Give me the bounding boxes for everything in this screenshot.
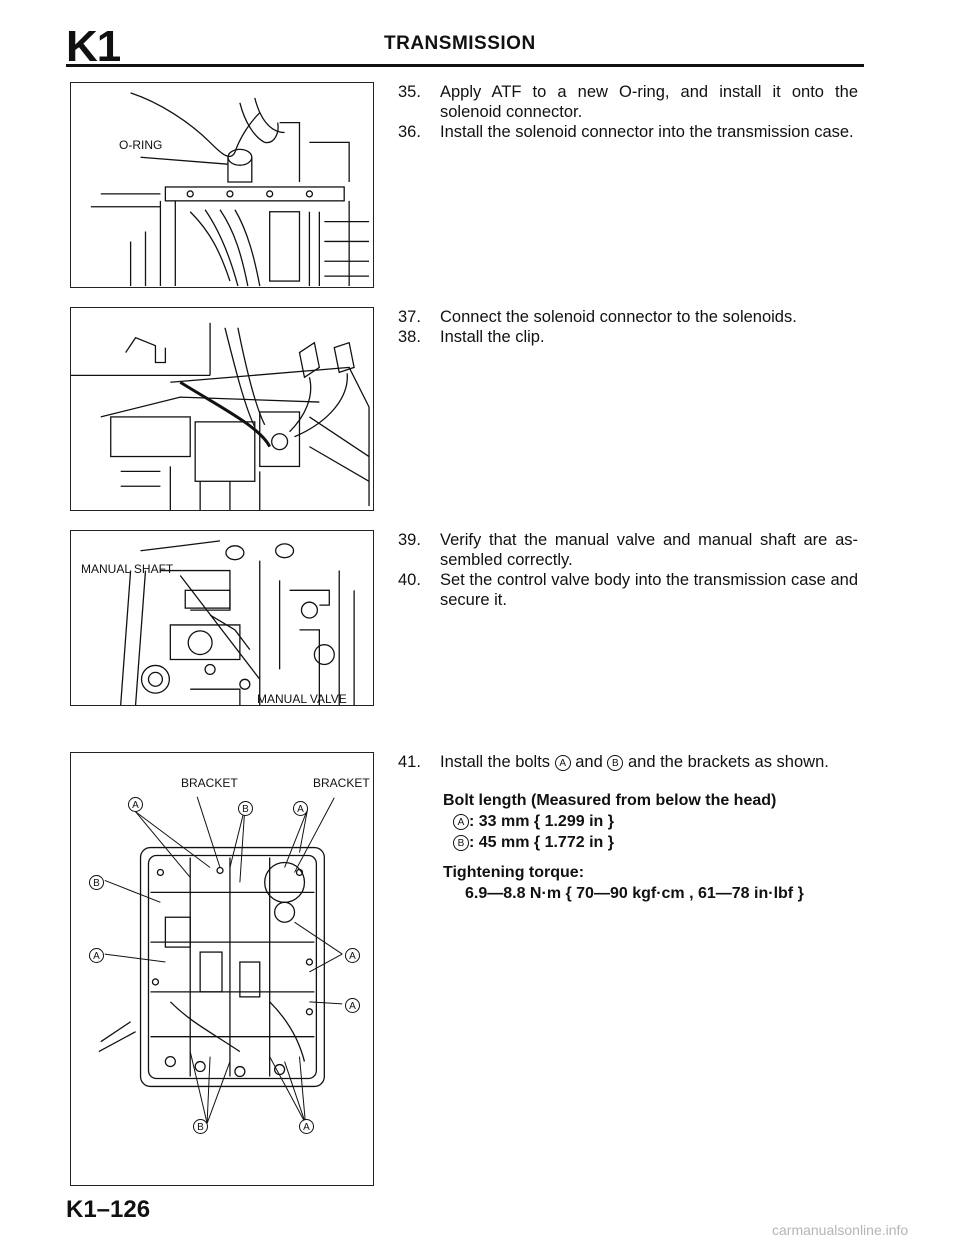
bolt-a-symbol: A (453, 814, 469, 830)
bolt-a-length-value: : 33 mm { 1.299 in } (469, 813, 614, 830)
torque-heading: Tightening torque: (443, 864, 585, 881)
steps-group-3: 39. Verify that the manual valve and man… (398, 530, 858, 610)
step-38: 38. Install the clip. (398, 327, 858, 347)
step-text-and: and (575, 753, 603, 771)
figure-solenoid-connect (70, 307, 374, 511)
step-40: 40. Set the control valve body into the … (398, 570, 858, 610)
step-number: 40. (398, 571, 421, 589)
oring-label: O-RING (119, 138, 163, 152)
callout-a: A (293, 801, 308, 816)
torque-spec: Tightening torque: 6.9—8.8 N·m { 70—90 k… (443, 862, 804, 904)
step-text-after: and the brackets as shown. (627, 753, 829, 771)
figure-oring-install: O-RING (70, 82, 374, 288)
step-text: Verify that the manual valve and manual … (440, 531, 858, 569)
bolt-b-length: B: 45 mm { 1.772 in } (443, 832, 776, 853)
torque-value: 6.9—8.8 N·m { 70—90 kgf·cm , 61—78 in·lb… (465, 885, 804, 902)
bolt-b-symbol: B (607, 755, 624, 771)
steps-group-2: 37. Connect the solenoid connector to th… (398, 307, 858, 347)
step-text: Apply ATF to a new O-ring, and install i… (440, 83, 858, 121)
bolts-brackets-illustration (98, 796, 343, 1124)
callout-b: B (89, 875, 104, 890)
steps-group-1: 35. Apply ATF to a new O-ring, and insta… (398, 82, 858, 142)
callout-b: B (193, 1119, 208, 1134)
bolt-length-spec: Bolt length (Measured from below the hea… (443, 790, 776, 853)
bracket-label-right: BRACKET (313, 776, 370, 790)
step-text: Connect the solenoid connector to the so… (440, 308, 797, 326)
callout-a: A (345, 998, 360, 1013)
manual-shaft-label: MANUAL SHAFT (81, 562, 174, 576)
watermark: carmanualsonline.info (772, 1222, 909, 1238)
callout-a: A (89, 948, 104, 963)
step-36: 36. Install the solenoid connector into … (398, 122, 858, 142)
section-code: K1 (66, 22, 121, 71)
callout-a: A (299, 1119, 314, 1134)
page-title: TRANSMISSION (384, 33, 536, 54)
callout-a: A (128, 797, 143, 812)
step-text: Install the clip. (440, 328, 545, 346)
bolt-a-length: A: 33 mm { 1.299 in } (443, 811, 776, 832)
oring-illustration (90, 92, 370, 287)
step-number: 38. (398, 328, 421, 346)
header-rule (66, 64, 864, 67)
manual-valve-label: MANUAL VALVE (257, 692, 347, 706)
page-number: K1–126 (66, 1196, 151, 1223)
step-text: Install the bolts A and B and the bracke… (440, 752, 858, 772)
step-text-before: Install the bolts (440, 753, 551, 771)
figure-bolts-brackets: BRACKET BRACKET A B A B A A A B A (70, 752, 374, 1186)
step-41: 41. Install the bolts A and B and the br… (398, 752, 858, 772)
bolt-b-length-value: : 45 mm { 1.772 in } (469, 834, 614, 851)
bolt-a-symbol: A (554, 755, 571, 771)
callout-b: B (238, 801, 253, 816)
step-number: 41. (398, 753, 421, 771)
manual-valve-illustration (120, 540, 355, 705)
step-number: 36. (398, 123, 421, 141)
step-number: 35. (398, 83, 421, 101)
step-39: 39. Verify that the manual valve and man… (398, 530, 858, 570)
step-37: 37. Connect the solenoid connector to th… (398, 307, 858, 327)
solenoid-illustration (71, 322, 370, 510)
bracket-label-left: BRACKET (181, 776, 238, 790)
step-number: 39. (398, 531, 421, 549)
step-35: 35. Apply ATF to a new O-ring, and insta… (398, 82, 858, 122)
step-number: 37. (398, 308, 421, 326)
steps-group-4: 41. Install the bolts A and B and the br… (398, 752, 858, 772)
step-text: Set the control valve body into the tran… (440, 571, 858, 609)
bolt-length-heading: Bolt length (Measured from below the hea… (443, 792, 777, 809)
bolt-b-symbol: B (453, 835, 469, 851)
figure-manual-valve: MANUAL SHAFT MANUAL VALVE (70, 530, 374, 706)
step-text: Install the solenoid connector into the … (440, 123, 854, 141)
callout-a: A (345, 948, 360, 963)
